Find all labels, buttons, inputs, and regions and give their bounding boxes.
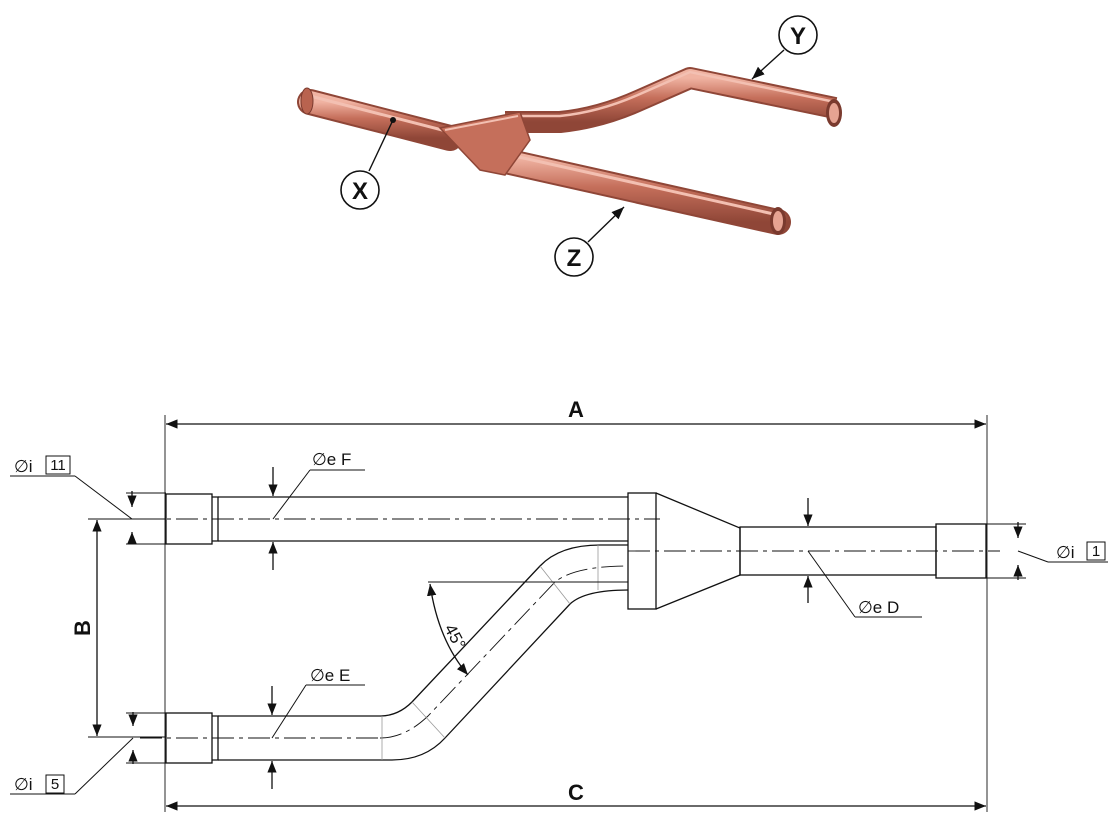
- isometric-view: X Y Z: [297, 15, 842, 277]
- dim-a-label: A: [568, 397, 584, 422]
- angle-arc: [427, 583, 469, 676]
- label-ef: ∅e F: [312, 450, 351, 469]
- callout-y-label: Y: [790, 23, 806, 50]
- label-i11-box: 11: [50, 457, 66, 474]
- technical-drawing: [10, 415, 1108, 812]
- label-i1-box: 1: [1092, 543, 1100, 560]
- callout-y: Y: [751, 15, 818, 80]
- callout-x: X: [340, 117, 396, 210]
- callout-x-label: X: [352, 178, 368, 205]
- label-i5-prefix: ∅i: [14, 775, 33, 794]
- dim-b-label: B: [70, 620, 95, 636]
- y-fitting-body: [438, 111, 531, 176]
- label-i1-prefix: ∅i: [1056, 543, 1075, 562]
- label-i5-box: 5: [51, 776, 59, 793]
- label-i11-prefix: ∅i: [14, 457, 33, 476]
- angle-label: 45°: [440, 621, 469, 653]
- label-ee: ∅e E: [310, 666, 350, 685]
- pipe-z: [479, 145, 791, 235]
- pipe-x: [297, 87, 463, 151]
- callout-z-label: Z: [567, 245, 582, 272]
- pipe-y: [505, 67, 842, 133]
- callout-z: Z: [554, 206, 625, 277]
- label-ed: ∅e D: [858, 598, 899, 617]
- dim-c-label: C: [568, 780, 584, 805]
